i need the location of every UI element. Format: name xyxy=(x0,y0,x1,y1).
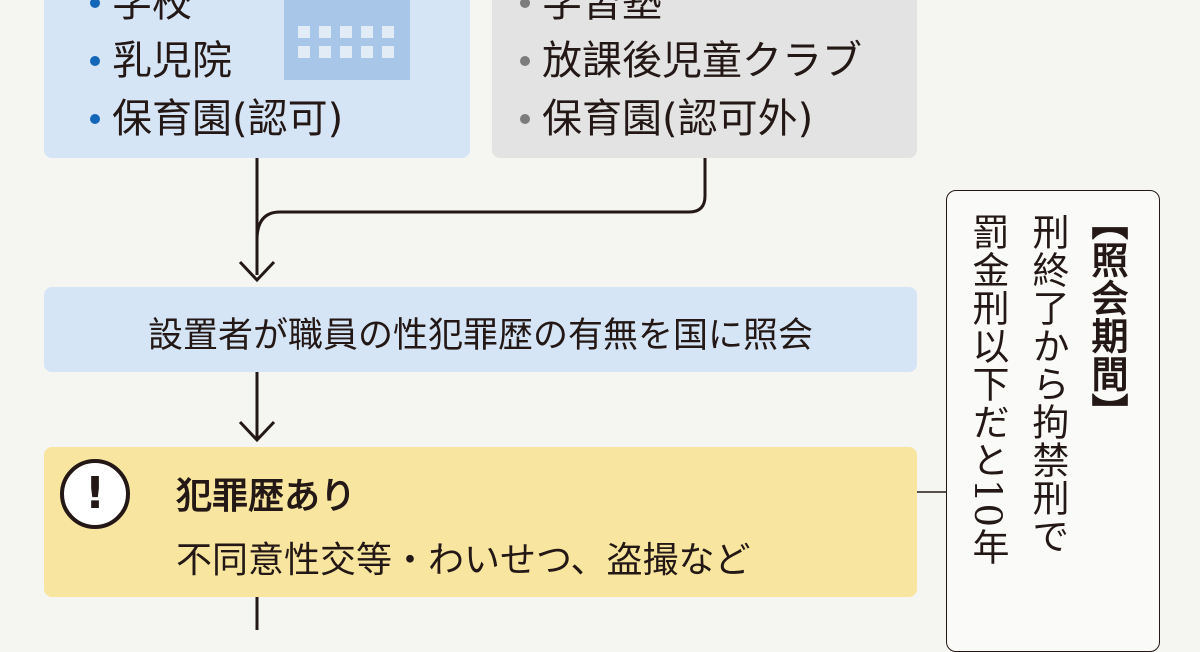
private-facilities-box: 学習塾 放課後児童クラブ 保育園(認可外) xyxy=(492,0,917,158)
school-building-icon xyxy=(284,0,410,80)
list-item: 保育園(認可外) xyxy=(520,90,862,148)
item-label: 学校 xyxy=(112,0,192,26)
item-label: 放課後児童クラブ xyxy=(542,38,862,84)
item-label: 学習塾 xyxy=(542,0,662,26)
list-item: 乳児院 xyxy=(90,32,343,90)
inquiry-text: 設置者が職員の性犯罪歴の有無を国に照会 xyxy=(147,316,813,356)
bullet xyxy=(90,56,100,66)
period-heading: 【照会期間】 xyxy=(1085,203,1129,431)
list-item: 保育園(認可) xyxy=(90,90,343,148)
item-label: 乳児院 xyxy=(112,38,232,84)
item-label: 保育園(認可) xyxy=(112,96,344,142)
public-facilities-box: 学校 乳児院 保育園(認可) xyxy=(44,0,470,158)
inquiry-period-note: 【照会期間】 刑終了から拘禁刑で 罰金刑以下だと10年 xyxy=(946,190,1160,652)
private-facilities-list: 学習塾 放課後児童クラブ 保育園(認可外) xyxy=(520,0,862,148)
connector-right xyxy=(255,158,707,241)
record-detail: 不同意性交等・わいせつ、盗撮など xyxy=(176,540,751,581)
item-label: 保育園(認可外) xyxy=(542,96,814,142)
period-line-1: 刑終了から拘禁刑で xyxy=(1026,213,1069,555)
inquiry-box: 設置者が職員の性犯罪歴の有無を国に照会 xyxy=(44,287,917,372)
bullet xyxy=(520,114,530,124)
list-item: 放課後児童クラブ xyxy=(520,32,862,90)
bullet xyxy=(520,0,530,8)
exclamation-icon: ! xyxy=(60,459,130,529)
bullet xyxy=(90,0,100,8)
list-item: 学校 xyxy=(90,0,343,32)
record-title: 犯罪歴あり xyxy=(176,476,357,517)
public-facilities-list: 学校 乳児院 保育園(認可) xyxy=(90,0,343,148)
arrow-head-2 xyxy=(238,420,276,443)
list-item: 学習塾 xyxy=(520,0,862,32)
criminal-record-box: ! 犯罪歴あり 不同意性交等・わいせつ、盗撮など xyxy=(44,447,917,597)
arrow-head-1 xyxy=(238,260,276,283)
bullet xyxy=(520,56,530,66)
bullet xyxy=(90,114,100,124)
period-line-2: 罰金刑以下だと10年 xyxy=(966,213,1009,567)
